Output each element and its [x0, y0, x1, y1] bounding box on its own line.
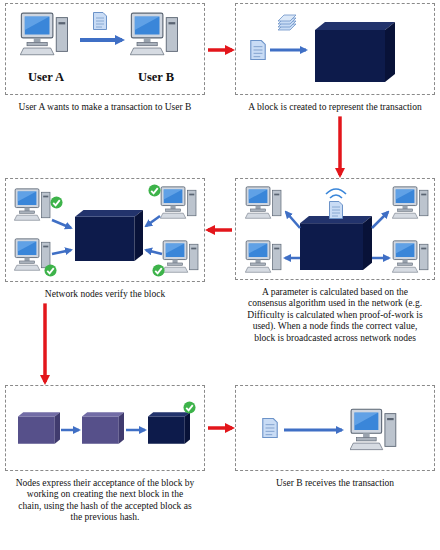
block-cube — [315, 22, 395, 82]
step-panel: User B receives the transaction — [235, 385, 435, 489]
step-caption: A block is created to represent the tran… — [235, 102, 435, 113]
user-node: User A — [15, 9, 77, 85]
computer-icon — [20, 13, 67, 55]
illustration-part — [278, 21, 296, 27]
flow-arrow — [43, 303, 47, 382]
illustration-part — [326, 189, 346, 194]
illustration-part — [278, 15, 296, 21]
step-caption: User B receives the transaction — [235, 478, 435, 489]
wifi-icon — [326, 189, 346, 198]
flow-arrow — [208, 426, 232, 430]
step-panel: User A wants to make a transaction to Us… — [5, 3, 205, 113]
dashed-frame — [5, 385, 205, 471]
user-label: User B — [138, 70, 174, 85]
dashed-frame — [235, 178, 435, 280]
computer-icon — [160, 187, 196, 218]
illustration-part — [278, 24, 296, 30]
document-stack — [278, 15, 296, 30]
illustration-part — [126, 429, 145, 432]
illustration-part — [372, 257, 389, 260]
illustration-part — [52, 220, 71, 228]
step-panel: A block is created to represent the tran… — [235, 3, 435, 113]
verify-arrows — [52, 216, 162, 254]
chain-block — [82, 412, 124, 444]
user-label: User A — [28, 70, 64, 85]
block-cube — [75, 210, 143, 261]
check-mark — [152, 264, 164, 276]
illustration-part — [372, 212, 388, 228]
illustration-part — [52, 250, 71, 254]
document-icon — [94, 13, 107, 30]
document-icon — [263, 419, 277, 438]
check-mark — [50, 196, 62, 208]
computer-icon — [245, 187, 281, 218]
block-cube — [300, 216, 372, 270]
flow-arrow — [338, 116, 342, 175]
dashed-frame — [235, 3, 435, 95]
flow-arrow — [270, 49, 306, 52]
computer-icon — [130, 13, 177, 55]
chain-block — [18, 412, 60, 444]
step-panel: A parameter is calculated based on the c… — [235, 178, 435, 344]
illustration-part — [330, 195, 342, 198]
computer-icon — [245, 241, 281, 272]
flow-arrow — [208, 48, 232, 52]
illustration-part — [146, 216, 160, 226]
illustration-part — [61, 429, 79, 432]
flow-arrow — [80, 38, 122, 42]
step-panel: Nodes express their acceptance of the bl… — [5, 385, 205, 524]
flow-arrow — [208, 228, 232, 232]
dashed-frame — [5, 178, 205, 282]
computer-icon — [350, 409, 396, 449]
computer-icon — [392, 241, 428, 272]
check-mark — [148, 184, 160, 196]
step-caption: Network nodes verify the block — [5, 289, 205, 300]
user-node: User B — [125, 9, 187, 85]
broadcast-arrows — [285, 212, 389, 258]
step-caption: A parameter is calculated based on the c… — [235, 287, 435, 344]
step-caption: Nodes express their acceptance of the bl… — [5, 478, 205, 524]
flow-arrow — [284, 429, 342, 432]
chain-block — [148, 412, 190, 444]
computer-icon — [14, 239, 50, 270]
illustration-part — [278, 18, 296, 24]
document-icon — [251, 41, 265, 60]
computer-icon — [162, 241, 198, 272]
check-mark — [44, 264, 56, 276]
document-icon — [330, 202, 343, 219]
step-caption: User A wants to make a transaction to Us… — [5, 102, 205, 113]
illustration-part — [146, 250, 162, 254]
dashed-frame — [235, 385, 435, 471]
step-panel: Network nodes verify the block — [5, 178, 205, 300]
computer-icon — [392, 187, 428, 218]
chain-arrows — [61, 429, 145, 432]
illustration-part — [286, 212, 300, 228]
check-mark — [183, 401, 195, 413]
computer-icon — [14, 189, 50, 220]
illustration-part — [285, 257, 300, 260]
